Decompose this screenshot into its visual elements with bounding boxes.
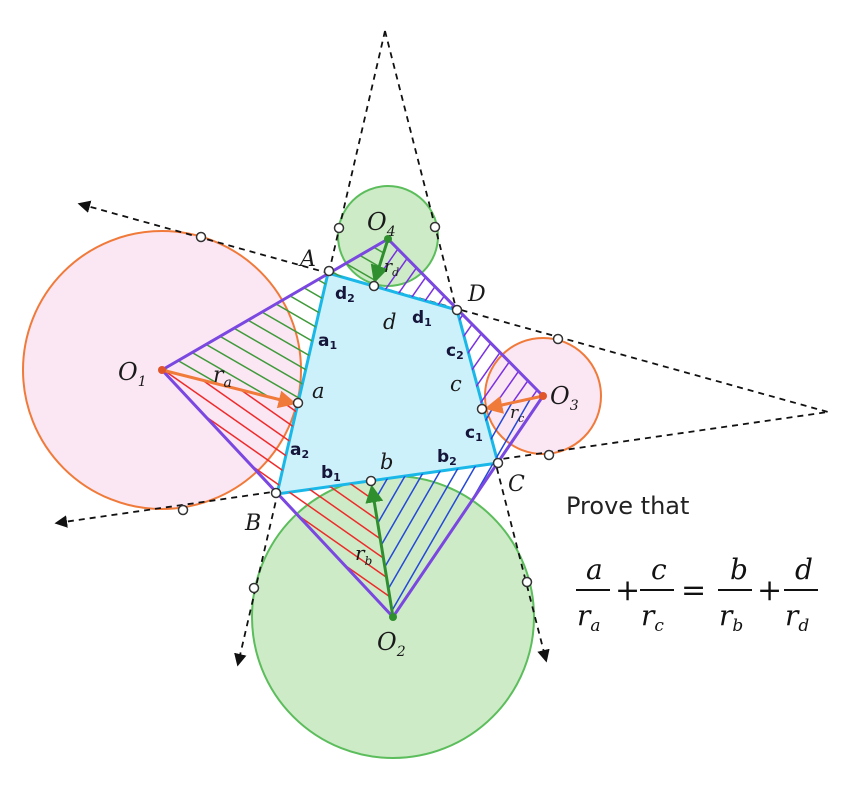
center-label-O3: O3: [550, 382, 579, 414]
center-O2-dot: [389, 613, 397, 621]
center-label-O4: O4: [367, 208, 396, 240]
hatch-region-d1: [374, 239, 457, 310]
center-label-O2: O2: [377, 628, 406, 660]
center-O1-dot: [158, 366, 166, 374]
tangent-point: [543, 449, 555, 461]
tangent-point: [177, 504, 189, 516]
radius-label-ra: ra: [213, 363, 232, 391]
radius-label-rb: rb: [355, 541, 372, 568]
tangent-point-c: [476, 403, 488, 415]
tangent-point: [323, 265, 335, 277]
segment-label-a2: a2: [290, 440, 309, 461]
tangent-point: [333, 222, 345, 234]
formula-plus-1: +: [615, 573, 640, 608]
radius-rc-arrow: [484, 394, 544, 414]
tangent-point: [429, 221, 441, 233]
segment-label-b2: b2: [437, 447, 457, 468]
formula-equals: =: [681, 573, 706, 608]
tangent-label-a: a: [312, 379, 325, 403]
segment-label-c1: c1: [465, 423, 483, 444]
tangent-point: [270, 487, 282, 499]
formula-t4-num: d: [795, 553, 813, 586]
prove-heading: Prove that: [566, 492, 689, 520]
vertex-label-B: B: [244, 511, 261, 536]
formula-t1-den: ra: [577, 599, 601, 636]
formula: a ra + c rc = b rb + d rd: [576, 553, 818, 636]
tangent-label-d: d: [383, 310, 396, 334]
tangent-point: [195, 231, 207, 243]
formula-t2-num: c: [651, 553, 667, 586]
formula-t4-den: rd: [785, 599, 809, 636]
formula-t3-num: b: [730, 553, 748, 586]
vertex-label-D: D: [467, 282, 486, 307]
tangent-point-b: [365, 475, 377, 487]
segment-label-b1: b1: [321, 463, 341, 484]
center-O3-dot: [539, 392, 547, 400]
radius-label-rd: rd: [384, 257, 399, 279]
radius-rb-arrow: [365, 484, 395, 618]
segment-label-a1: a1: [318, 331, 337, 352]
hatch-region-a2: [162, 370, 298, 494]
tangent-point: [552, 333, 564, 345]
tangent-point: [248, 582, 260, 594]
formula-t3-den: rb: [719, 599, 743, 636]
center-label-O1: O1: [118, 358, 147, 390]
tangent-point-a: [292, 397, 304, 409]
tangent-point: [451, 304, 463, 316]
tangent-point: [521, 576, 533, 588]
vertex-label-A: A: [298, 247, 316, 272]
formula-t1-num: a: [586, 553, 603, 586]
formula-plus-2: +: [757, 573, 782, 608]
hatch-region-a1: [162, 273, 328, 403]
tangent-points: [177, 221, 564, 594]
radius-rd-arrow: [370, 238, 390, 284]
segment-label-d2: d2: [335, 284, 355, 305]
radius-label-rc: rc: [510, 403, 524, 425]
center-O4-dot: [384, 235, 392, 243]
tangent-point: [492, 457, 504, 469]
hatch-region-b2: [371, 463, 498, 617]
hatch-region-c2: [457, 310, 543, 409]
tangent-point-d: [368, 280, 380, 292]
hatch-region-b1: [277, 481, 393, 617]
segment-label-c2: c2: [446, 341, 464, 362]
tangent-label-c: c: [450, 372, 462, 396]
tangent-label-b: b: [380, 450, 393, 474]
segment-label-d1: d1: [412, 308, 432, 329]
vertex-label-C: C: [508, 472, 525, 497]
formula-t2-den: rc: [641, 599, 664, 636]
radius-ra-arrow: [161, 368, 297, 409]
